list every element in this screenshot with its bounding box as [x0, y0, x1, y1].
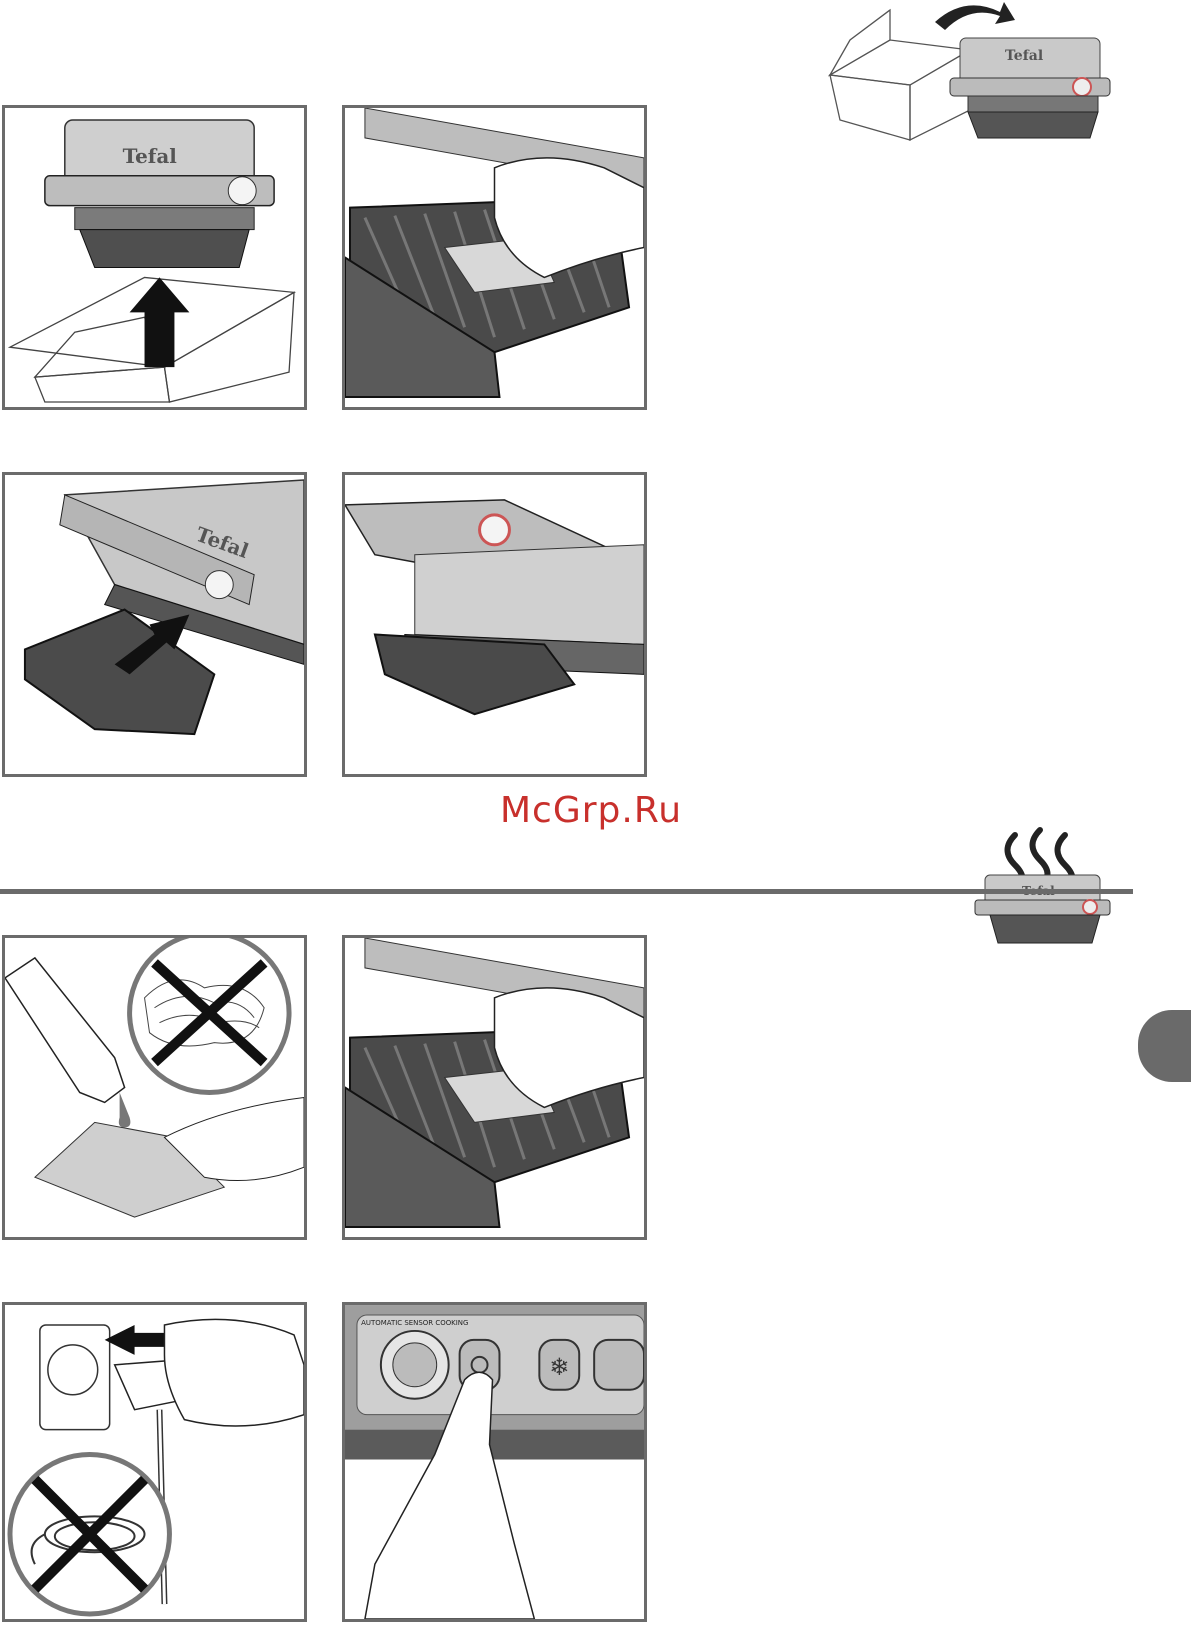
finger-icon — [364, 1371, 536, 1619]
hot-grill-illustration: Tefal — [960, 825, 1120, 950]
panel-unpack: Tefal — [2, 105, 307, 410]
panel-wipe-plates — [342, 105, 647, 410]
hand-icon — [163, 1096, 304, 1181]
box-icon — [828, 8, 972, 142]
grill-icon: Tefal — [974, 874, 1111, 944]
hand-icon — [493, 157, 644, 279]
brand-logo: Tefal — [1005, 48, 1043, 64]
grill-icon: Tefal — [59, 479, 304, 665]
hand-icon — [493, 987, 644, 1109]
panel-cleaning-detergent — [2, 935, 307, 1240]
arrow-curve-icon — [935, 2, 1015, 30]
box-icon — [7, 276, 297, 403]
arrow-up-icon — [129, 277, 190, 368]
panel-tray-inserted — [342, 472, 647, 777]
grill-icon: Tefal — [44, 119, 275, 268]
arrow-icon — [114, 614, 190, 675]
snowflake-icon: ❄ — [549, 1353, 569, 1381]
sensor-label: AUTOMATIC SENSOR COOKING — [361, 1319, 468, 1327]
arrow-left-icon — [104, 1324, 170, 1355]
grill-icon: Tefal — [949, 37, 1111, 139]
unbox-illustration: Tefal — [790, 0, 1120, 150]
panel-power-button: AUTOMATIC SENSOR COOKING ❄ — [342, 1302, 647, 1622]
section-tab — [1138, 1010, 1191, 1082]
panel-insert-tray: Tefal — [2, 472, 307, 777]
brand-logo: Tefal — [123, 144, 178, 168]
drip-tray-icon — [373, 633, 576, 716]
panel-unplug — [2, 1302, 307, 1622]
section-divider — [0, 889, 1133, 894]
hand-icon — [163, 1318, 304, 1427]
detergent-icon — [5, 956, 126, 1104]
watermark-text: McGrp.Ru — [500, 790, 683, 831]
panel-wipe-plates-2 — [342, 935, 647, 1240]
